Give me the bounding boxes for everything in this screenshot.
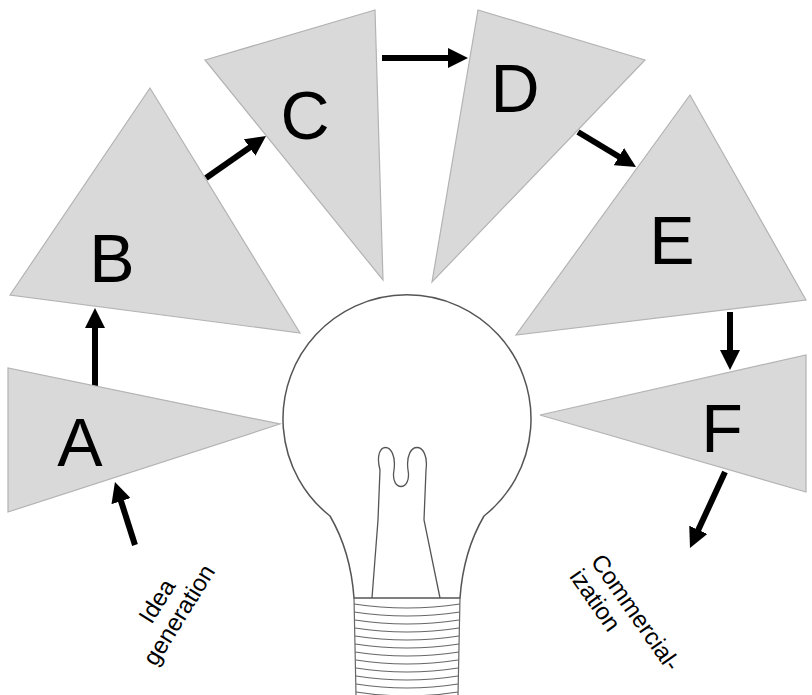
screw-thread <box>356 692 458 695</box>
screw-thread <box>355 652 459 656</box>
flow-arrow <box>382 55 456 61</box>
idea-stage-wedge: B <box>10 88 300 333</box>
screw-thread <box>355 636 459 640</box>
wedge-shape <box>540 355 806 492</box>
flow-label: Idea generation <box>116 546 220 670</box>
flow-label: Commercial- ization <box>565 549 685 690</box>
wedge-shape <box>10 88 300 333</box>
screw-thread <box>354 604 460 608</box>
screw-thread <box>356 660 458 664</box>
screw-thread <box>356 684 458 688</box>
stage-letter: E <box>649 206 694 274</box>
stage-letter: F <box>701 394 743 462</box>
wedge-outline <box>10 88 300 333</box>
bulb-filament <box>372 448 440 599</box>
flow-arrow <box>92 320 98 386</box>
flow-arrow <box>206 143 256 178</box>
wedge-shape <box>8 368 280 512</box>
bulb-glass <box>283 295 531 598</box>
screw-base-side <box>354 598 460 695</box>
screw-thread <box>356 676 458 680</box>
idea-stage-wedge: E <box>516 95 806 335</box>
wedge-outline <box>540 355 806 492</box>
flow-arrow <box>727 312 733 358</box>
screw-thread <box>355 644 459 648</box>
screw-thread <box>356 668 458 672</box>
exit-arrow <box>695 472 725 537</box>
entry-arrow <box>119 494 135 546</box>
screw-thread <box>354 612 460 616</box>
flow-arrow <box>578 132 626 161</box>
stage-letter: D <box>490 54 539 122</box>
stage-letter: C <box>280 81 329 149</box>
stage-letter: B <box>89 224 134 292</box>
idea-stage-wedge: A <box>8 368 280 512</box>
screw-base <box>354 598 460 695</box>
wedge-outline <box>8 368 280 512</box>
stage-letter: A <box>57 408 102 476</box>
screw-thread <box>355 620 459 624</box>
screw-thread <box>355 628 459 632</box>
wedge-shape <box>205 10 383 280</box>
wedge-shape <box>516 95 806 335</box>
idea-stage-wedge: F <box>540 355 806 492</box>
idea-stage-wedge: C <box>205 10 383 280</box>
